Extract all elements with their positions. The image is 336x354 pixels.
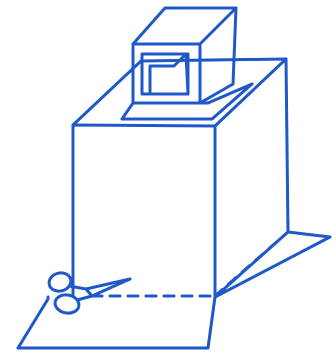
scissors-lower-handle [54,293,81,315]
base-sheet-right-flap [215,232,330,297]
base-sheet-front-edge [18,297,48,348]
top-box-top-face [133,8,236,44]
base-sheet-bottom-edge [18,297,215,348]
top-box-base-tab-left [122,103,133,119]
main-box-front-face [73,125,215,297]
scissors-pivot [86,289,92,296]
top-box [122,8,252,119]
scissors-icon [47,270,130,314]
top-box-side-face [200,8,236,103]
scissors-upper-handle [47,270,73,293]
